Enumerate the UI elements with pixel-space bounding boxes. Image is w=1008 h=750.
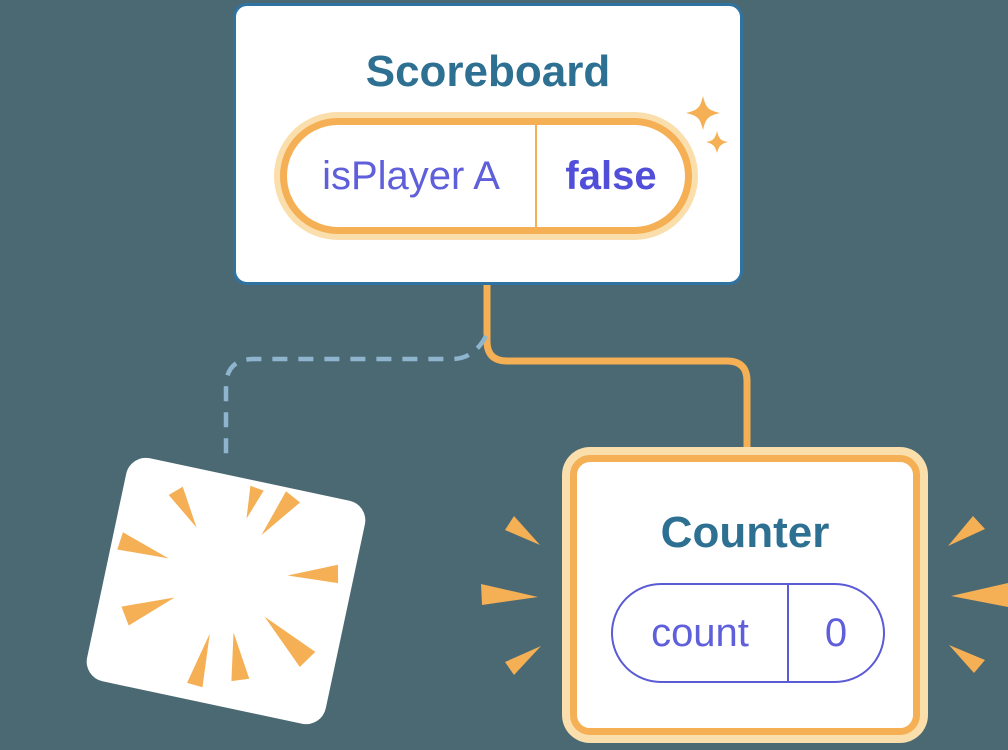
counter-state-pill: count 0 bbox=[611, 583, 885, 683]
state-name-cell: count bbox=[613, 585, 787, 681]
pill-divider bbox=[535, 125, 537, 227]
solid-connector-line bbox=[483, 283, 751, 465]
emphasis-marks-left-icon bbox=[481, 516, 541, 675]
dashed-connector-line bbox=[223, 334, 488, 460]
burst-icon bbox=[117, 485, 339, 688]
state-value-label: false bbox=[565, 153, 657, 198]
state-value-cell: 0 bbox=[789, 585, 883, 681]
sparkles-icon bbox=[686, 96, 728, 153]
destroyed-card bbox=[82, 454, 370, 728]
counter-card: Counter count 0 bbox=[570, 455, 920, 735]
counter-title: Counter bbox=[660, 508, 830, 557]
scoreboard-title: Scoreboard bbox=[365, 47, 611, 96]
emphasis-marks-right-icon bbox=[948, 516, 1008, 673]
scoreboard-card: Scoreboard isPlayer A false bbox=[233, 3, 743, 285]
state-name-label: count bbox=[651, 610, 749, 655]
state-name-label: isPlayer A bbox=[322, 153, 500, 198]
pill-divider bbox=[787, 585, 789, 681]
scoreboard-state-pill: isPlayer A false bbox=[280, 118, 692, 234]
state-name-cell: isPlayer A bbox=[287, 125, 535, 227]
state-value-label: 0 bbox=[824, 610, 848, 655]
state-value-cell: false bbox=[537, 125, 685, 227]
